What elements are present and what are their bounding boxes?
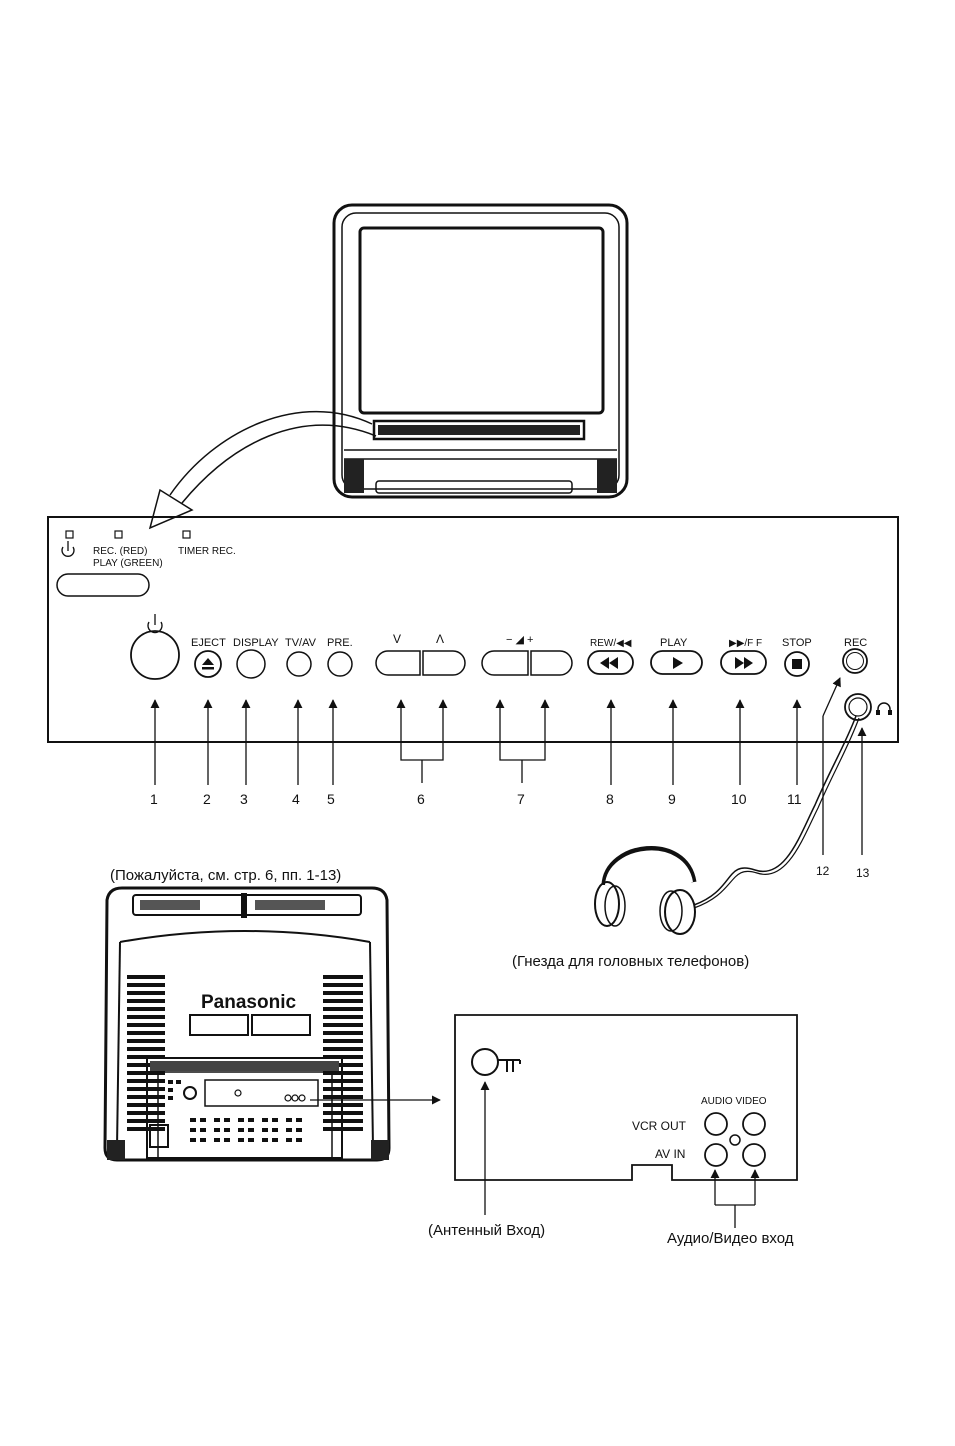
- callout-arrows: [155, 678, 862, 855]
- cassette-slot[interactable]: [57, 574, 149, 596]
- callout-number: 5: [327, 791, 335, 807]
- rec-label: REC: [844, 637, 867, 649]
- volume-down-button[interactable]: [482, 651, 528, 675]
- callout-number: 13: [856, 866, 870, 880]
- display-label: DISPLAY: [233, 637, 279, 649]
- tv-rear-illustration: Panasonic: [105, 888, 440, 1160]
- callout-number: 9: [668, 791, 676, 807]
- tvav-button[interactable]: [287, 652, 311, 676]
- tv-front-illustration: [334, 205, 627, 497]
- headphones-illustration: [595, 716, 859, 934]
- ff-button[interactable]: [721, 651, 766, 674]
- play-indicator-label: PLAY (GREEN): [93, 558, 163, 569]
- callout-number: 3: [240, 791, 248, 807]
- power-button[interactable]: [131, 631, 179, 679]
- rewind-icon: [600, 657, 618, 669]
- callout-number: 4: [292, 791, 300, 807]
- eject-label: EJECT: [191, 637, 226, 649]
- stop-icon: [792, 659, 802, 669]
- display-button[interactable]: [237, 650, 265, 678]
- callout-number: 8: [606, 791, 614, 807]
- pre-label: PRE.: [327, 637, 353, 649]
- front-panel: REC. (RED) PLAY (GREEN) TIMER REC. EJECT…: [48, 517, 898, 742]
- rear-panel-detail: AUDIO VIDEO VCR OUT AV IN: [455, 1015, 797, 1180]
- rew-label: REW/◀◀: [590, 638, 632, 649]
- callout-number: 12: [816, 864, 830, 878]
- callout-number: 6: [417, 791, 425, 807]
- eject-icon: [202, 658, 214, 670]
- channel-down-button[interactable]: [376, 651, 420, 675]
- callout-number: 1: [150, 791, 158, 807]
- power-standby-icon: [62, 541, 74, 556]
- av-in-video-jack[interactable]: [743, 1144, 765, 1166]
- tvav-label: TV/AV: [285, 637, 317, 649]
- ff-label: ▶▶/F F: [729, 638, 762, 649]
- channel-down-label: V: [393, 632, 401, 646]
- center-screw: [730, 1135, 740, 1145]
- brand-logo: Panasonic: [201, 992, 296, 1013]
- play-label: PLAY: [660, 637, 688, 649]
- volume-label: − ◢ +: [506, 634, 533, 646]
- pre-button[interactable]: [328, 652, 352, 676]
- rec-indicator-label: REC. (RED): [93, 546, 147, 557]
- channel-up-button[interactable]: [423, 651, 465, 675]
- callout-number: 7: [517, 791, 525, 807]
- see-page-caption: (Пожалуйста, см. стр. 6, пп. 1-13): [110, 867, 341, 884]
- antenna-input-jack[interactable]: [472, 1049, 520, 1075]
- vcr-out-video-jack[interactable]: [743, 1113, 765, 1135]
- av-in-audio-jack[interactable]: [705, 1144, 727, 1166]
- av-in-label: AV IN: [655, 1147, 685, 1161]
- volume-up-button[interactable]: [531, 651, 572, 675]
- play-icon: [673, 657, 683, 669]
- vcr-out-label: VCR OUT: [632, 1119, 687, 1133]
- stop-label: STOP: [782, 637, 812, 649]
- callout-number: 11: [787, 791, 802, 807]
- vcr-out-audio-jack[interactable]: [705, 1113, 727, 1135]
- fast-forward-icon: [735, 657, 753, 669]
- timer-rec-label: TIMER REC.: [178, 546, 236, 557]
- antenna-input-caption: (Антенный Вход): [428, 1222, 545, 1239]
- callout-number: 10: [731, 791, 747, 807]
- power-icon: [148, 614, 162, 633]
- av-input-caption: Аудио/Видео вход: [667, 1230, 794, 1247]
- callout-number: 2: [203, 791, 211, 807]
- headphone-icon: [876, 703, 892, 715]
- channel-up-label: Λ: [436, 632, 444, 646]
- headphones-caption: (Гнезда для головных телефонов): [512, 953, 749, 970]
- audio-video-label: AUDIO VIDEO: [701, 1096, 767, 1107]
